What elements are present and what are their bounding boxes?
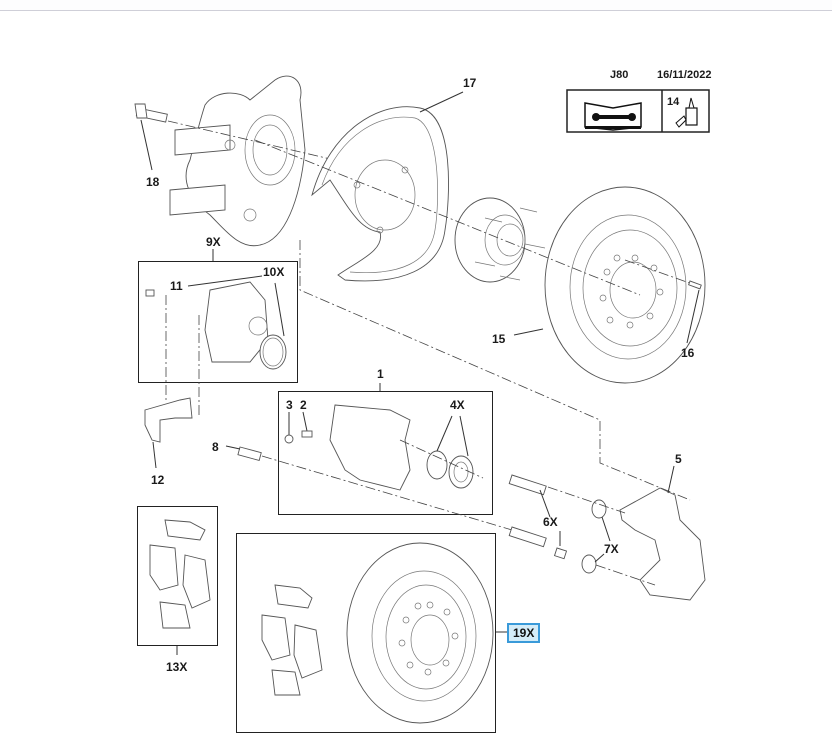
- group-box-19x: [236, 533, 496, 733]
- callout-8[interactable]: 8: [212, 440, 219, 454]
- callout-19x-highlighted[interactable]: 19X: [507, 623, 541, 643]
- callout-17[interactable]: 17: [463, 76, 477, 90]
- steering-knuckle: [169, 75, 306, 247]
- callout-2[interactable]: 2: [300, 398, 307, 412]
- callout-7x[interactable]: 7X: [604, 542, 619, 556]
- callout-9x[interactable]: 9X: [206, 235, 221, 249]
- callout-18[interactable]: 18: [146, 175, 160, 189]
- group-box-1: [278, 391, 493, 515]
- lubricant-ref-label: 14: [667, 96, 680, 108]
- callout-12[interactable]: 12: [151, 473, 165, 487]
- group-box-13x: [137, 506, 218, 646]
- top-bar: [0, 0, 832, 11]
- parking-brake-actuator: [204, 281, 287, 370]
- callout-10x[interactable]: 10X: [263, 265, 285, 279]
- callout-1[interactable]: 1: [377, 367, 384, 381]
- group-box-9x: [138, 261, 298, 383]
- backing-plate: [311, 106, 449, 282]
- callout-6x[interactable]: 6X: [543, 515, 558, 529]
- callout-11[interactable]: 11: [170, 279, 183, 293]
- repair-manual-icon: [584, 102, 642, 131]
- callout-4x[interactable]: 4X: [450, 398, 465, 412]
- brake-pads-13x: [149, 519, 211, 629]
- brake-disc-15: [544, 186, 706, 384]
- callout-16[interactable]: 16: [681, 346, 695, 360]
- callout-3[interactable]: 3: [286, 398, 293, 412]
- caliper: [329, 404, 474, 491]
- callout-13x[interactable]: 13X: [166, 660, 188, 674]
- diagram-code: J80: [610, 69, 629, 81]
- bolt-18: [134, 103, 168, 123]
- lubricant-bottle-icon: [675, 97, 698, 128]
- disc-pad-kit-19x: [261, 542, 494, 724]
- wheel-hub: [454, 197, 546, 283]
- caliper-bracket: [619, 487, 706, 601]
- callout-15[interactable]: 15: [492, 332, 506, 346]
- diagram-date: 16/11/2022: [657, 69, 712, 81]
- callout-5[interactable]: 5: [675, 452, 682, 466]
